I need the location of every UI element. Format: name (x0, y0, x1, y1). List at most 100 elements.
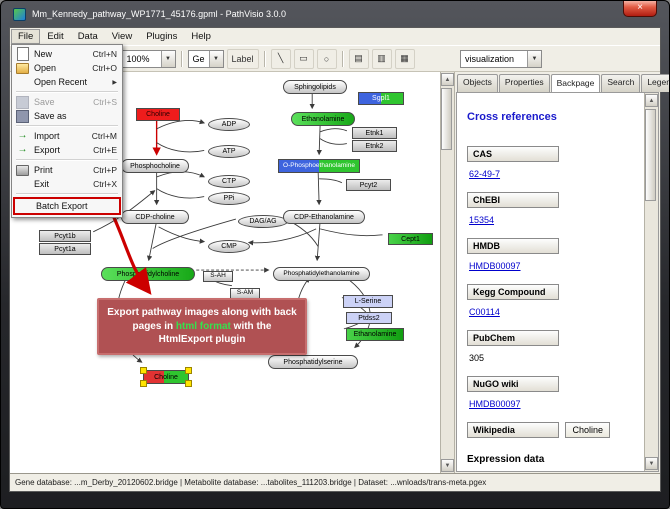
pathway-node[interactable]: Etnk2 (352, 140, 397, 152)
pathway-node[interactable]: Pcyt2 (346, 179, 391, 191)
pathway-node[interactable]: ADP (208, 118, 250, 131)
menu-help[interactable]: Help (191, 31, 211, 42)
pathway-node[interactable]: ATP (208, 145, 250, 158)
pathway-node[interactable]: Ptdss2 (346, 312, 392, 324)
sidebar-vertical-scrollbar[interactable]: ▲ ▼ (644, 93, 658, 471)
pathway-node[interactable]: Phosphatidylethanolamine (273, 267, 370, 281)
pathway-node[interactable]: Choline (136, 108, 180, 121)
xref-value-link[interactable]: HMDB00097 (469, 399, 521, 409)
scroll-up-icon[interactable]: ▲ (645, 94, 658, 107)
pathway-node[interactable]: Pcyt1b (39, 230, 91, 242)
datanode-type-combo[interactable]: Ge ▼ (187, 49, 224, 68)
align-vertical-button[interactable]: ▥ (371, 48, 392, 69)
menu-item-new[interactable]: New Ctrl+N (13, 47, 121, 61)
pathway-node[interactable]: CDP-Ethanolamine (283, 210, 365, 224)
label-tool-button[interactable]: Label (226, 48, 259, 69)
pathway-node[interactable]: CDP-choline (121, 210, 189, 224)
menu-item-save[interactable]: Save Ctrl+S (13, 95, 121, 109)
pathway-node[interactable]: DAG/AG (238, 215, 288, 228)
menu-item-save-as[interactable]: Save as (13, 109, 121, 123)
pathway-node[interactable]: Phosphatidylserine (268, 355, 358, 369)
scrollbar-thumb[interactable] (441, 88, 452, 150)
file-menu-popup: New Ctrl+N Open Ctrl+O Open Recent ▶ Sav… (11, 44, 123, 218)
menu-edit[interactable]: Edit (47, 31, 64, 42)
menu-item-label: Batch Export (36, 201, 88, 211)
selection-handle[interactable] (185, 367, 192, 374)
pathway-node[interactable]: Cept1 (388, 233, 433, 245)
menu-separator (16, 125, 118, 127)
menu-item-batch-export[interactable]: Batch Export (13, 197, 121, 215)
selection-handle[interactable] (185, 380, 192, 387)
import-icon: → (17, 130, 28, 141)
canvas-vertical-scrollbar[interactable]: ▲ ▼ (440, 72, 455, 473)
ellipse-tool-button[interactable]: ○ (316, 48, 337, 69)
scroll-up-icon[interactable]: ▲ (441, 73, 454, 86)
menu-item-print[interactable]: Print Ctrl+P (13, 163, 121, 177)
pathway-node[interactable]: Phosphocholine (121, 159, 189, 173)
zoom-combo[interactable]: 100% ▼ (121, 49, 176, 68)
scrollbar-thumb[interactable] (645, 109, 656, 201)
menu-view[interactable]: View (111, 31, 133, 42)
menu-item-shortcut: Ctrl+M (91, 131, 117, 141)
xref-value-link[interactable]: 62-49-7 (469, 169, 501, 179)
menu-item-exit[interactable]: Exit Ctrl+X (13, 177, 121, 191)
pathway-node[interactable]: PPi (208, 192, 250, 205)
xref-value-link[interactable]: HMDB00097 (469, 261, 521, 271)
menu-item-open-recent[interactable]: Open Recent ▶ (13, 75, 121, 89)
selection-handle[interactable] (140, 367, 147, 374)
chevron-down-icon[interactable]: ▼ (527, 51, 541, 67)
menu-item-import[interactable]: → Import Ctrl+M (13, 129, 121, 143)
print-icon (16, 164, 29, 176)
pathway-node[interactable]: O-Phosphoethanolamine (278, 159, 360, 173)
line-tool-button[interactable]: ╲ (270, 48, 291, 69)
pathway-node[interactable]: Phosphatidylcholine (101, 267, 195, 281)
menu-data[interactable]: Data (77, 31, 98, 42)
visualization-combo[interactable]: visualization ▼ (460, 50, 542, 68)
scroll-down-icon[interactable]: ▼ (441, 459, 454, 472)
menu-item-open[interactable]: Open Ctrl+O (13, 61, 121, 75)
tab-search[interactable]: Search (601, 74, 641, 92)
xref-value-link[interactable]: 15354 (469, 215, 495, 225)
menu-item-export[interactable]: → Export Ctrl+E (13, 143, 121, 157)
pathway-canvas[interactable]: Sphingolipids Sgpl1 Choline Ethanolamine… (10, 72, 440, 473)
zoom-value: 100% (126, 53, 150, 64)
xref-value-link[interactable]: C00114 (469, 307, 500, 317)
pathway-node[interactable]: Sgpl1 (358, 92, 404, 105)
pathway-node[interactable]: Sphingolipids (283, 80, 347, 94)
pathway-node-choline-selected[interactable]: Choline (140, 367, 192, 387)
pathway-node[interactable]: S-AH (203, 271, 233, 282)
menu-item-shortcut: Ctrl+S (93, 97, 117, 107)
chevron-down-icon[interactable]: ▼ (160, 50, 175, 67)
tab-backpage[interactable]: Backpage (550, 74, 601, 92)
pathway-node[interactable]: Pcyt1a (39, 243, 91, 255)
backpage-content: Cross references CAS 62-49-7 ChEBI 15354… (457, 93, 644, 471)
menu-bar: File Edit Data View Plugins Help (10, 28, 660, 45)
pathway-node[interactable]: Etnk1 (352, 127, 397, 139)
stack-button[interactable]: ▦ (394, 48, 415, 69)
pathway-node[interactable]: L-Serine (343, 295, 393, 308)
menu-item-label: Open Recent (34, 77, 88, 87)
pathway-node[interactable]: Ethanolamine (346, 328, 404, 341)
xref-section: Wikipedia Choline (467, 409, 642, 438)
selection-handle[interactable] (140, 380, 147, 387)
scroll-down-icon[interactable]: ▼ (645, 457, 658, 470)
pathway-node[interactable]: CTP (208, 175, 250, 188)
tab-objects[interactable]: Objects (457, 74, 498, 92)
tab-properties[interactable]: Properties (498, 74, 550, 92)
xref-value[interactable]: Choline (565, 422, 610, 438)
pathway-node[interactable]: CMP (208, 240, 250, 253)
chevron-down-icon[interactable]: ▼ (208, 50, 223, 67)
title-bar[interactable]: Mm_Kennedy_pathway_WP1771_45176.gpml - P… (1, 1, 669, 27)
close-button[interactable]: × (623, 1, 657, 17)
sidebar-tabs: Objects Properties Backpage Search Legen… (455, 72, 669, 92)
align-horizontal-button[interactable]: ▤ (348, 48, 369, 69)
xref-section: Kegg Compound C00114 (467, 271, 642, 317)
menu-plugins[interactable]: Plugins (146, 31, 178, 42)
pathway-node[interactable]: Ethanolamine (291, 112, 355, 126)
menu-item-shortcut: Ctrl+N (92, 49, 117, 59)
tab-legend[interactable]: Legend (641, 74, 669, 92)
shape-tool-button[interactable]: ▭ (293, 48, 314, 69)
expression-data-heading: Expression data (467, 454, 545, 465)
menu-file[interactable]: File (11, 29, 41, 44)
xref-section: ChEBI 15354 (467, 179, 642, 225)
